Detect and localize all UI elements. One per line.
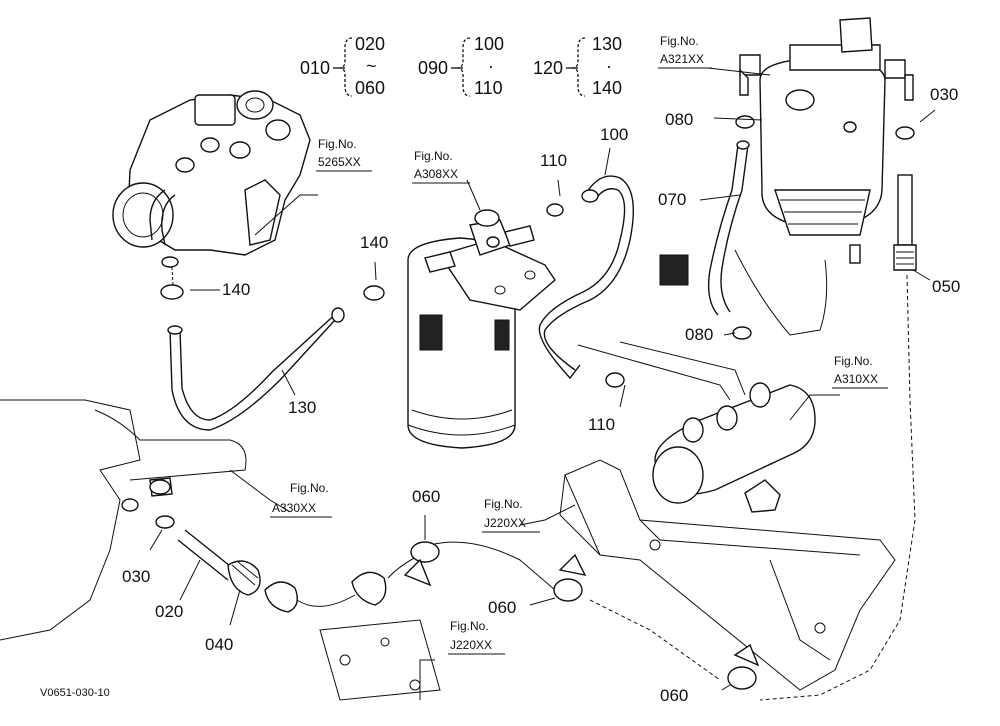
fig-ref-a308xx[interactable]: Fig.No. A308XX: [412, 149, 470, 184]
group-item[interactable]: 140: [592, 78, 622, 98]
callout-030[interactable]: 030: [930, 85, 958, 104]
callout-100[interactable]: 100: [600, 125, 628, 144]
callout-140[interactable]: 140: [222, 280, 250, 299]
group-item-sep: ·: [488, 56, 494, 76]
fig-ref-a330xx[interactable]: Fig.No. A330XX: [270, 481, 332, 518]
callout-050[interactable]: 050: [932, 277, 960, 296]
callout-020[interactable]: 020: [155, 602, 183, 621]
fig-ref-a310xx[interactable]: Fig.No. A310XX: [832, 354, 888, 389]
fig-ref-code: A321XX: [660, 52, 704, 66]
callout-110[interactable]: 110: [588, 415, 615, 434]
fig-ref-title: Fig.No.: [484, 497, 523, 511]
hose-130: [167, 307, 345, 431]
group-item-sep: ~: [366, 56, 377, 76]
hose-050: [759, 174, 917, 701]
callout-060[interactable]: 060: [660, 686, 688, 705]
fig-ref-j220xx[interactable]: Fig.No. J220XX: [448, 619, 505, 655]
callout-030[interactable]: 030: [122, 567, 150, 586]
leader-lines: [149, 67, 936, 700]
fuel-tank-illustration: [577, 341, 816, 513]
callout-060[interactable]: 060: [412, 487, 440, 506]
water-separator-illustration: [659, 17, 914, 286]
fig-ref-title: Fig.No.: [660, 34, 699, 48]
fig-ref-code: J220XX: [450, 638, 492, 652]
fig-ref-code: A330XX: [272, 501, 316, 515]
callout-060[interactable]: 060: [488, 598, 516, 617]
group-item[interactable]: 060: [355, 78, 385, 98]
fig-ref-title: Fig.No.: [450, 619, 489, 633]
group-090: 090 100 · 110: [418, 34, 504, 98]
clamp-icons: [155, 115, 915, 690]
fig-ref-title: Fig.No.: [318, 137, 357, 151]
fig-ref-title: Fig.No.: [834, 354, 873, 368]
engine-block-illustration: [0, 399, 247, 641]
fig-ref-code: J220XX: [484, 516, 526, 530]
injection-pump-illustration: [112, 90, 311, 286]
group-key[interactable]: 120: [533, 58, 563, 78]
group-120: 120 130 · 140: [533, 34, 622, 98]
group-010: 010 020 ~ 060: [300, 34, 385, 98]
frame-bracket-illustration: [319, 459, 896, 701]
fig-ref-code: A308XX: [414, 167, 458, 181]
group-item[interactable]: 130: [592, 34, 622, 54]
group-item[interactable]: 020: [355, 34, 385, 54]
hose-070: [707, 140, 828, 336]
callout-080[interactable]: 080: [665, 110, 693, 129]
fuel-line-bottom: [177, 529, 721, 681]
group-item-sep: ·: [606, 56, 612, 76]
fig-ref-code: A310XX: [834, 372, 878, 386]
callout-080[interactable]: 080: [685, 325, 713, 344]
fig-ref-title: Fig.No.: [290, 481, 329, 495]
hose-100: [538, 175, 635, 380]
callout-140[interactable]: 140: [360, 233, 388, 252]
group-item[interactable]: 110: [474, 78, 503, 98]
group-key[interactable]: 010: [300, 58, 330, 78]
fig-ref-5265xx[interactable]: Fig.No. 5265XX: [316, 137, 372, 172]
fig-ref-code: 5265XX: [318, 155, 361, 169]
fuel-filter-illustration: [407, 209, 556, 449]
fig-ref-a321xx[interactable]: Fig.No. A321XX: [658, 34, 712, 69]
fig-ref-title: Fig.No.: [414, 149, 453, 163]
callouts: 140 140 130 110 100 110 080 070 080 030 …: [122, 85, 960, 705]
callout-110[interactable]: 110: [540, 151, 567, 170]
diagram-code: V0651-030-10: [40, 687, 110, 699]
group-key[interactable]: 090: [418, 58, 448, 78]
group-item[interactable]: 100: [474, 34, 504, 54]
callout-040[interactable]: 040: [205, 635, 233, 654]
callout-070[interactable]: 070: [658, 190, 686, 209]
fig-ref-j220xx[interactable]: Fig.No. J220XX: [482, 497, 540, 533]
callout-130[interactable]: 130: [288, 398, 316, 417]
